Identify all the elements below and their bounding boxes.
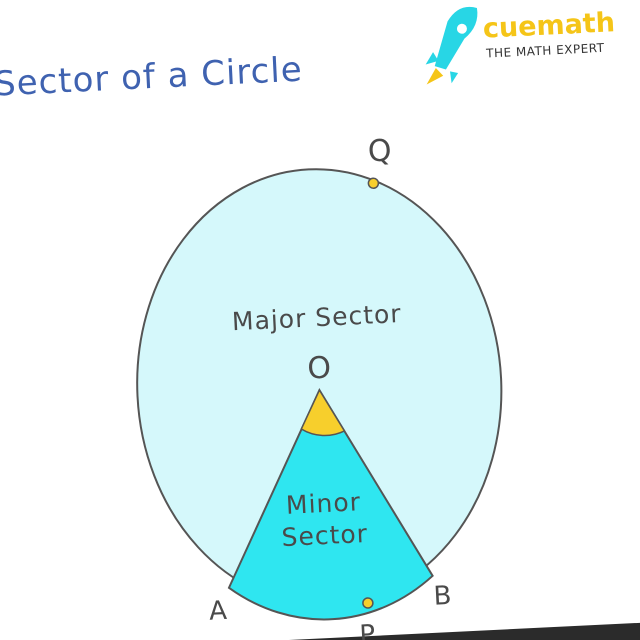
central-angle-marker bbox=[300, 388, 346, 437]
label-q: Q bbox=[367, 133, 392, 169]
label-b: B bbox=[433, 581, 452, 612]
point-p-marker bbox=[362, 597, 374, 609]
rocket-icon bbox=[425, 6, 478, 85]
minor-sector bbox=[227, 387, 434, 621]
minor-sector-label-line2: Sector bbox=[281, 519, 369, 552]
minor-sector-label-line1: Minor bbox=[285, 487, 361, 520]
label-p: P bbox=[359, 620, 376, 640]
label-center-o: O bbox=[307, 351, 332, 387]
label-a: A bbox=[208, 596, 227, 627]
point-q-marker bbox=[367, 177, 380, 189]
logo-brand: cuemath bbox=[482, 7, 615, 44]
cuemath-logo: cuemath THE MATH EXPERT bbox=[425, 6, 616, 85]
logo-tagline: THE MATH EXPERT bbox=[485, 41, 605, 61]
page-title: Sector of a Circle bbox=[0, 50, 304, 105]
